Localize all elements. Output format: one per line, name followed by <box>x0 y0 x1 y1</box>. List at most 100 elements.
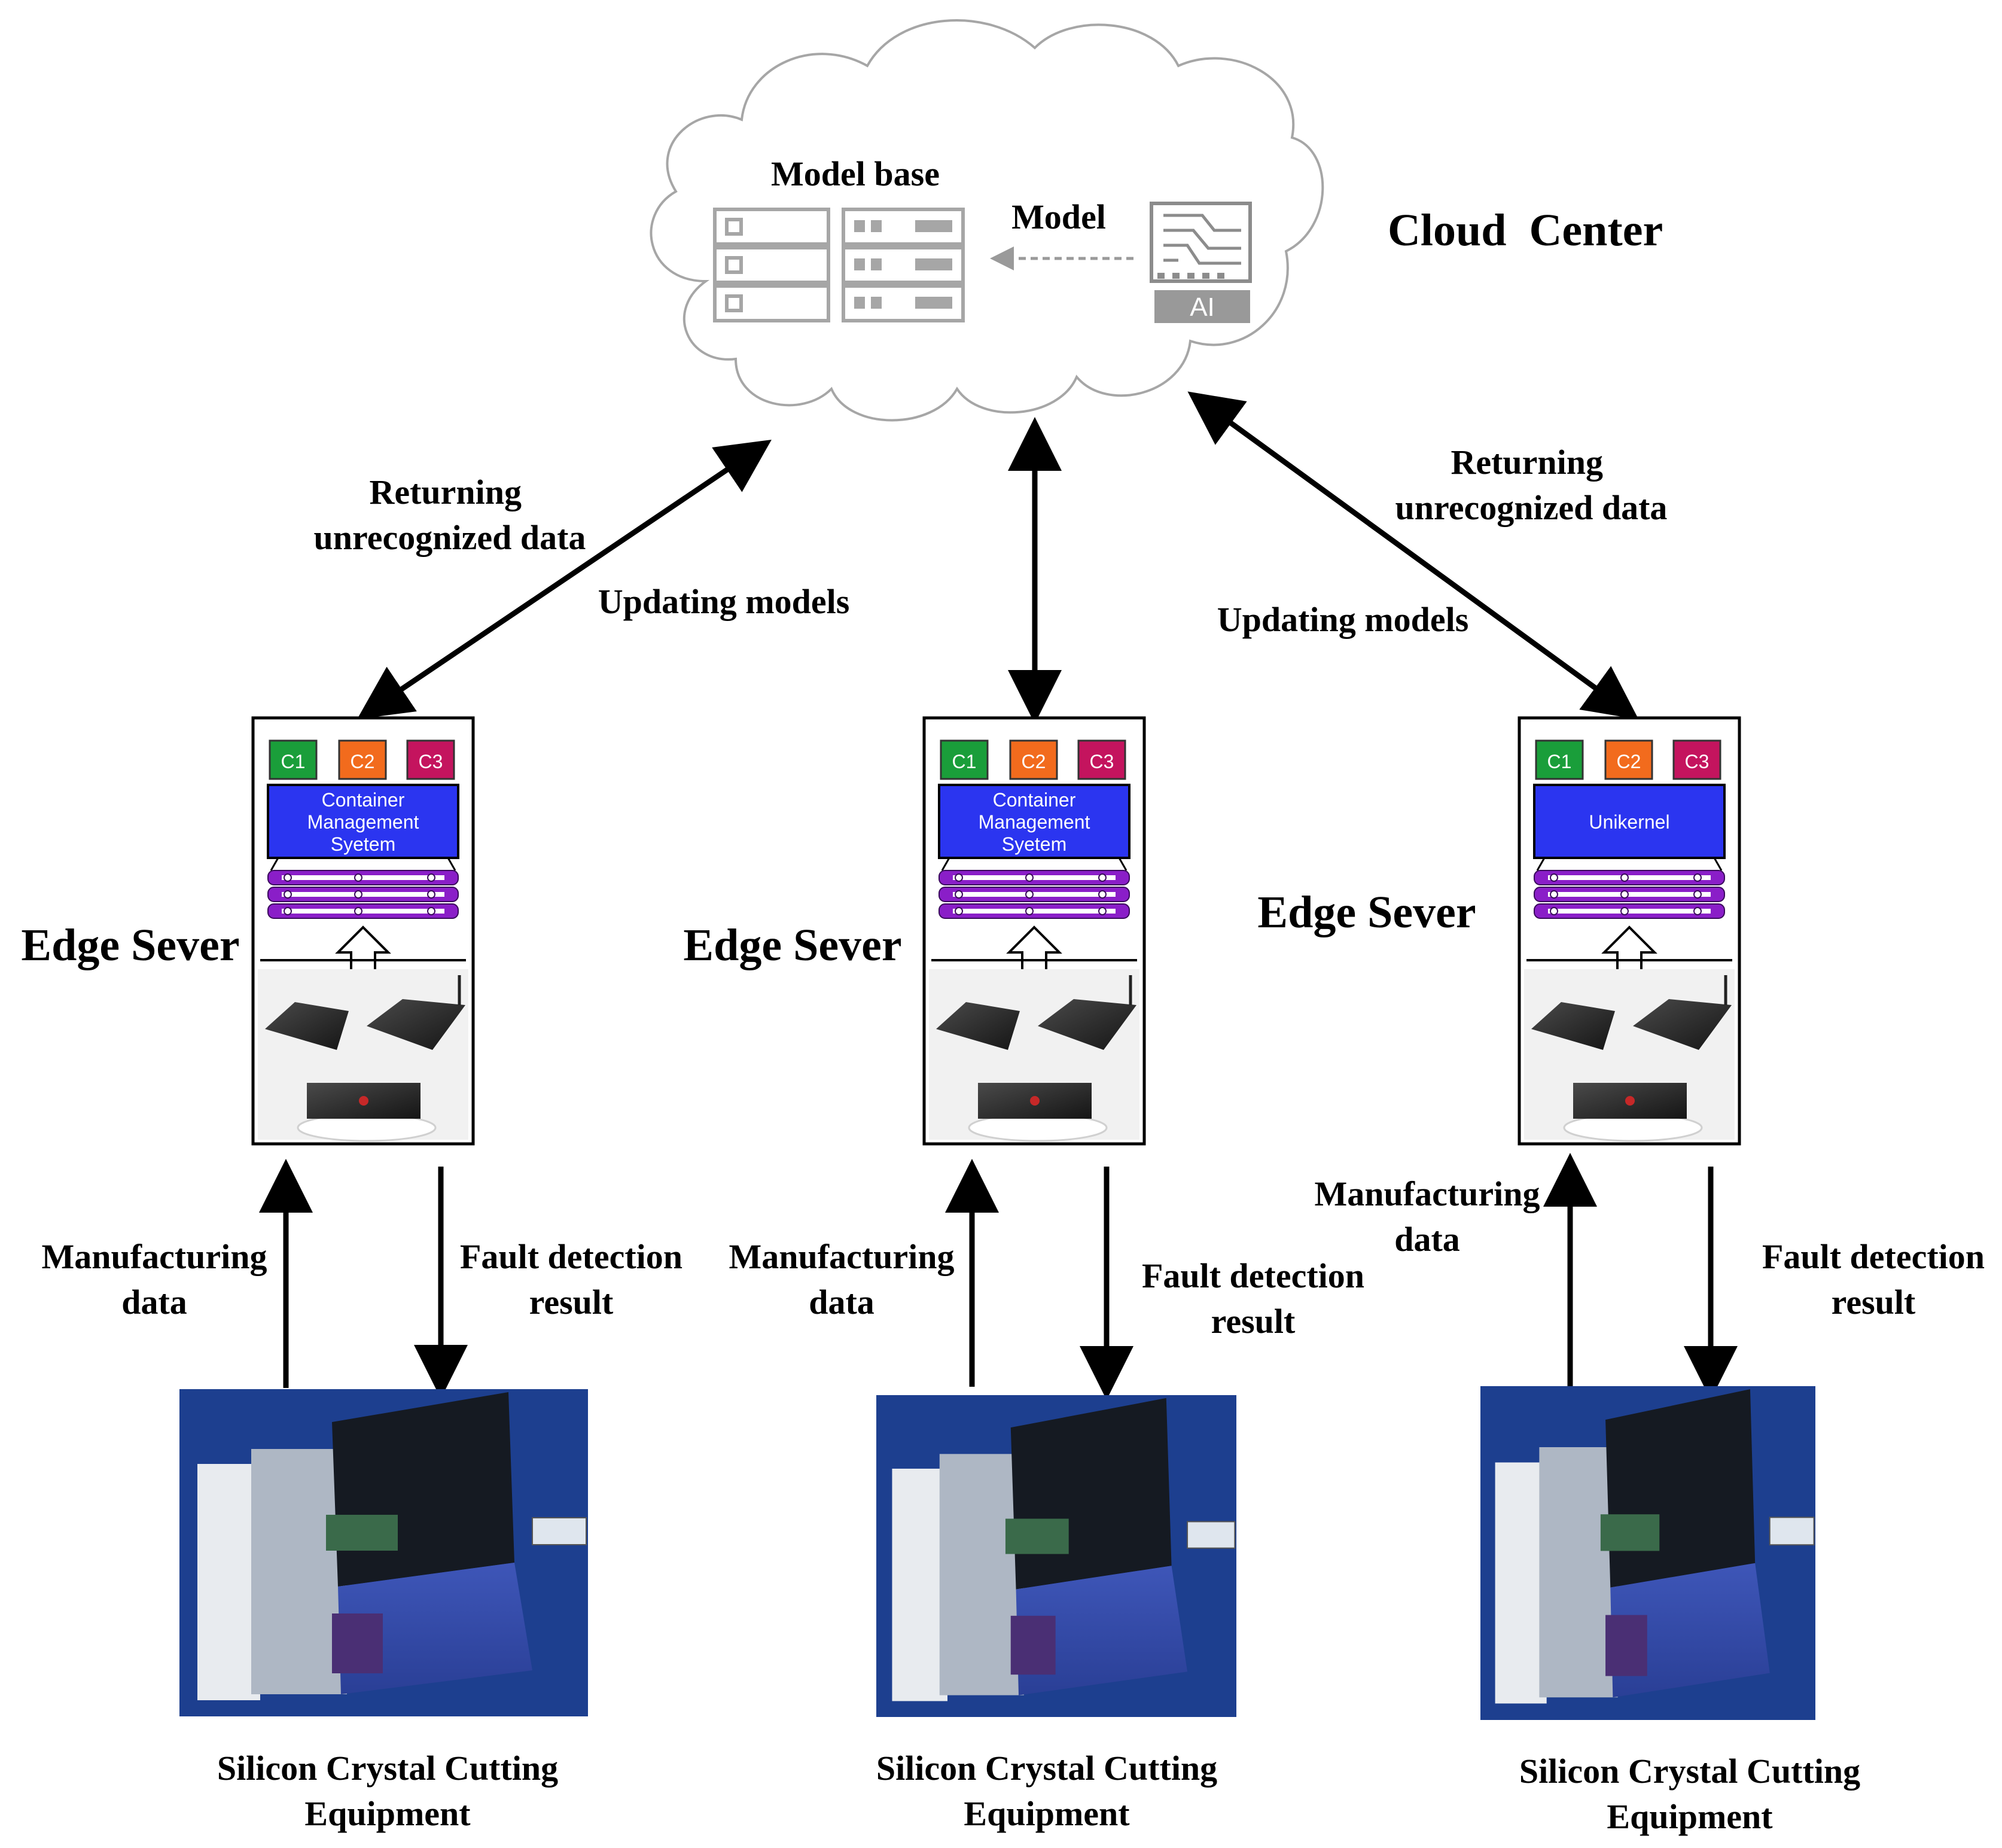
cloud-center-title: Cloud Center <box>1388 205 1663 255</box>
edge-hardware-icon <box>258 969 468 1142</box>
machine-frame <box>939 1454 1024 1695</box>
left-returning-line1: Returning <box>369 473 522 512</box>
system-label-line1: Unikernel <box>1589 811 1669 833</box>
container-c3-label: C3 <box>1685 751 1710 772</box>
machine-panel <box>332 1613 383 1673</box>
ai-label: AI <box>1190 293 1215 322</box>
fault-detection-label-line1: Fault detection <box>1142 1256 1364 1295</box>
machine-screen <box>1187 1521 1236 1549</box>
container-c3-label: C3 <box>1090 751 1114 772</box>
system-label-line3: Syetem <box>1002 833 1066 855</box>
model-label: Model <box>1011 197 1106 236</box>
left-returning-line2: unrecognized data <box>314 518 586 557</box>
rack-slot <box>282 892 444 897</box>
model-base-label: Model base <box>771 154 940 193</box>
rack-led <box>427 890 435 899</box>
cloud-center: Model base Model <box>650 19 1663 422</box>
device-box-left <box>1531 1002 1615 1050</box>
manufacturing-data-label-line1: Manufacturing <box>1315 1174 1540 1213</box>
rack-led <box>427 873 435 882</box>
manufacturing-data-label-line2: data <box>1394 1220 1460 1259</box>
rack-led <box>955 890 963 899</box>
rack-led <box>1098 890 1107 899</box>
rack-slot <box>953 892 1116 897</box>
machine-side-cabinet <box>197 1464 260 1700</box>
machine-side-cabinet <box>1495 1462 1547 1704</box>
right-returning-line2: unrecognized data <box>1395 488 1668 527</box>
rack-slot <box>1548 875 1711 880</box>
rack-led <box>1693 873 1702 882</box>
rack-led <box>1098 873 1107 882</box>
rack-led <box>1693 907 1702 915</box>
rack-slot <box>282 875 444 880</box>
container-c3 <box>1077 739 1126 780</box>
rack-led <box>427 907 435 915</box>
machine-frame <box>1539 1447 1618 1698</box>
container-c1-label: C1 <box>281 751 306 772</box>
container-c2-label: C2 <box>1617 751 1641 772</box>
container-c2 <box>338 739 387 780</box>
left-updating-label: Updating models <box>598 582 850 621</box>
device-server-led <box>1625 1096 1635 1106</box>
equipment-label-line2: Equipment <box>304 1794 471 1833</box>
connector-left <box>941 857 950 871</box>
right-returning-line1: Returning <box>1451 443 1603 482</box>
machine-panel <box>1010 1615 1056 1675</box>
system-label-line2: Management <box>307 811 419 833</box>
silicon-cutting-machine-image <box>876 1395 1236 1717</box>
machine-panel <box>1605 1615 1647 1676</box>
rack-slot <box>953 875 1116 880</box>
model-base-server-right-icon <box>842 208 965 322</box>
connector-left <box>270 857 279 871</box>
equipment-label-line1: Silicon Crystal Cutting <box>876 1749 1217 1788</box>
connector-right <box>1118 857 1128 871</box>
system-label-line3: Syetem <box>331 833 395 855</box>
right-returning-label: Returning unrecognized data <box>1395 443 1668 527</box>
rack-led <box>1025 907 1034 915</box>
manufacturing-data-label-line1: Manufacturing <box>729 1237 955 1276</box>
rack-led <box>1550 873 1558 882</box>
edge-hardware-icon <box>929 969 1139 1142</box>
machine-screen <box>532 1517 587 1545</box>
rack-icon <box>938 870 1130 919</box>
model-base-server-left-icon <box>713 208 830 322</box>
machine-frame <box>251 1449 347 1694</box>
rack-led <box>1550 890 1558 899</box>
system-box <box>267 784 459 859</box>
system-box <box>1533 784 1726 859</box>
connector-right <box>447 857 456 871</box>
silicon-cutting-machine-image <box>179 1389 588 1716</box>
left-returning-label: Returning unrecognized data <box>314 473 586 557</box>
device-box-left <box>265 1002 349 1050</box>
container-c1 <box>269 739 318 780</box>
rack-led <box>354 890 362 899</box>
rack-led <box>354 873 362 882</box>
fault-detection-label-line2: result <box>529 1283 614 1322</box>
container-c2 <box>1604 739 1653 780</box>
container-c2 <box>1009 739 1058 780</box>
connector-left <box>1536 857 1546 871</box>
rack-led <box>955 907 963 915</box>
rack-led <box>1620 890 1629 899</box>
rack-led <box>1098 907 1107 915</box>
container-c2-label: C2 <box>1022 751 1046 772</box>
fault-detection-label-line2: result <box>1832 1283 1916 1322</box>
edge-server-label: Edge Sever <box>1257 887 1476 937</box>
link-labels: Returning unrecognized data Updating mod… <box>314 443 1668 639</box>
right-updating-label: Updating models <box>1217 600 1469 639</box>
equipment-label-line1: Silicon Crystal Cutting <box>217 1749 558 1788</box>
rack-led <box>1025 890 1034 899</box>
container-c1 <box>1535 739 1584 780</box>
fault-detection-label-line1: Fault detection <box>1762 1237 1985 1276</box>
machine-roller <box>1005 1518 1069 1554</box>
edge-server-label: Edge Sever <box>21 920 239 970</box>
container-c3 <box>406 739 455 780</box>
machine-side-cabinet <box>892 1468 947 1701</box>
container-c2-label: C2 <box>351 751 375 772</box>
